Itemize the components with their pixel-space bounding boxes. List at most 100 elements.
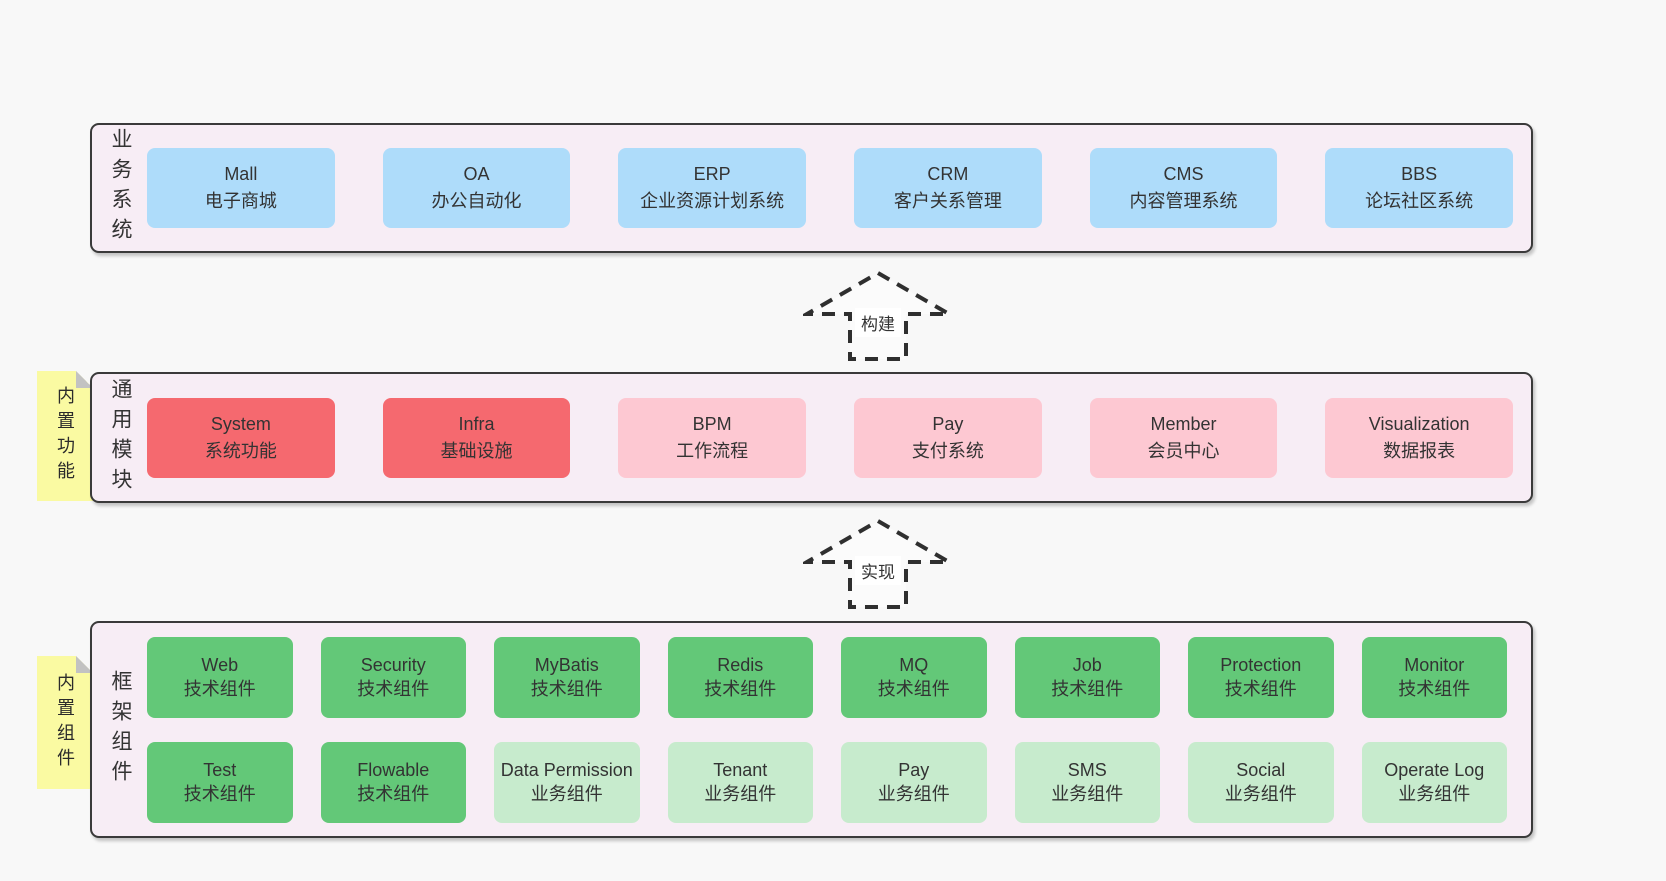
box-subtitle: 业务组件 xyxy=(530,784,603,804)
box-mq: MQ 技术组件 xyxy=(841,636,987,718)
box-operate-log: Operate Log 业务组件 xyxy=(1361,741,1507,823)
box-title: CMS xyxy=(1163,164,1204,184)
box-monitor: Monitor 技术组件 xyxy=(1361,636,1507,718)
band-label-business-systems: 业务系统 xyxy=(109,128,132,248)
box-infra: Infra 基础设施 xyxy=(382,397,571,478)
box-title: MQ xyxy=(899,654,929,675)
box-title: Member xyxy=(1150,413,1217,434)
box-subtitle: 技术组件 xyxy=(1398,679,1471,699)
box-crm: CRM 客户关系管理 xyxy=(854,148,1042,228)
box-title: Social xyxy=(1236,759,1286,780)
box-subtitle: 业务组件 xyxy=(877,784,950,804)
box-subtitle: 工作流程 xyxy=(676,440,749,461)
box-subtitle: 技术组件 xyxy=(357,679,430,699)
box-subtitle: 基础设施 xyxy=(440,440,513,461)
box-system: System 系统功能 xyxy=(147,397,335,478)
box-title: Test xyxy=(203,759,237,780)
sticky-note-builtin-components: 内置组件 xyxy=(37,656,93,789)
box-title: Mall xyxy=(224,164,258,184)
box-mybatis: MyBatis 技术组件 xyxy=(494,636,640,718)
box-social: Social 业务组件 xyxy=(1188,741,1334,823)
box-subtitle: 业务组件 xyxy=(1224,784,1297,804)
box-title: BBS xyxy=(1401,164,1438,184)
arrow-implement: 实现 xyxy=(803,518,953,610)
box-subtitle: 技术组件 xyxy=(530,679,603,699)
box-redis: Redis 技术组件 xyxy=(667,636,813,718)
box-subtitle: 技术组件 xyxy=(1051,679,1124,699)
box-subtitle: 内容管理系统 xyxy=(1129,191,1238,211)
common-modules-row: System 系统功能 Infra 基础设施 BPM 工作流程 Pay 支付系统… xyxy=(147,374,1513,501)
box-subtitle: 技术组件 xyxy=(877,679,950,699)
band-business-systems: 业务系统 Mall 电子商城 OA 办公自动化 ERP 企业资源计划系统 CRM… xyxy=(90,123,1533,253)
box-title: Web xyxy=(201,654,239,675)
arrow-implement-label: 实现 xyxy=(855,556,901,585)
box-subtitle: 系统功能 xyxy=(204,440,277,461)
box-title: System xyxy=(210,413,271,434)
box-tenant: Tenant 业务组件 xyxy=(667,741,813,823)
box-title: Tenant xyxy=(713,759,768,780)
box-data-permission: Data Permission 业务组件 xyxy=(494,741,640,823)
band-label-framework-components: 框架组件 xyxy=(109,669,132,790)
band-label-common-modules: 通用模块 xyxy=(109,377,132,498)
sticky-note-label: 内置功能 xyxy=(55,386,75,486)
box-bpm: BPM 工作流程 xyxy=(618,397,806,478)
box-title: Infra xyxy=(458,413,495,434)
arrow-build-label: 构建 xyxy=(855,308,901,337)
band-framework-components: 框架组件 Web 技术组件 Security 技术组件 MyBatis 技术组件… xyxy=(90,621,1533,838)
box-title: Redis xyxy=(717,654,764,675)
box-title: ERP xyxy=(693,164,731,184)
sticky-note-label: 内置组件 xyxy=(55,672,75,773)
box-subtitle: 支付系统 xyxy=(911,440,984,461)
box-subtitle: 技术组件 xyxy=(183,679,256,699)
box-title: MyBatis xyxy=(534,654,599,675)
box-subtitle: 论坛社区系统 xyxy=(1365,191,1474,211)
box-title: Pay xyxy=(898,759,930,780)
box-subtitle: 业务组件 xyxy=(704,784,777,804)
box-title: Security xyxy=(360,654,426,675)
box-title: Job xyxy=(1072,654,1102,675)
box-job: Job 技术组件 xyxy=(1014,636,1160,718)
box-title: Pay xyxy=(932,413,964,434)
box-sms: SMS 业务组件 xyxy=(1014,741,1160,823)
box-title: Data Permission xyxy=(500,759,633,780)
box-cms: CMS 内容管理系统 xyxy=(1089,148,1278,228)
box-subtitle: 技术组件 xyxy=(183,784,256,804)
box-subtitle: 技术组件 xyxy=(357,784,430,804)
arrow-build: 构建 xyxy=(803,270,953,362)
box-erp: ERP 企业资源计划系统 xyxy=(618,148,806,228)
box-test: Test 技术组件 xyxy=(147,741,293,823)
business-systems-row: Mall 电子商城 OA 办公自动化 ERP 企业资源计划系统 CRM 客户关系… xyxy=(147,125,1513,251)
box-protection: Protection 技术组件 xyxy=(1188,636,1334,718)
box-title: BPM xyxy=(692,413,732,434)
box-subtitle: 业务组件 xyxy=(1051,784,1124,804)
box-web: Web 技术组件 xyxy=(147,636,293,718)
sticky-note-builtin-features: 内置功能 xyxy=(37,371,93,501)
box-mall: Mall 电子商城 xyxy=(147,148,335,228)
box-subtitle: 企业资源计划系统 xyxy=(640,191,785,211)
box-pay-module: Pay 支付系统 xyxy=(854,397,1042,478)
box-subtitle: 电子商城 xyxy=(204,191,277,211)
box-title: Monitor xyxy=(1404,654,1465,675)
box-title: OA xyxy=(463,164,490,184)
band-common-modules: 通用模块 System 系统功能 Infra 基础设施 BPM 工作流程 Pay… xyxy=(90,372,1533,503)
framework-components-grid: Web 技术组件 Security 技术组件 MyBatis 技术组件 Redi… xyxy=(147,623,1507,836)
box-subtitle: 会员中心 xyxy=(1147,440,1220,461)
box-flowable: Flowable 技术组件 xyxy=(320,741,466,823)
box-subtitle: 办公自动化 xyxy=(431,191,522,211)
box-title: Protection xyxy=(1220,654,1302,675)
box-subtitle: 客户关系管理 xyxy=(893,191,1002,211)
box-subtitle: 业务组件 xyxy=(1398,784,1471,804)
box-title: Operate Log xyxy=(1384,759,1485,780)
box-member: Member 会员中心 xyxy=(1089,397,1278,478)
box-title: CRM xyxy=(927,164,969,184)
box-subtitle: 技术组件 xyxy=(1224,679,1297,699)
box-title: Flowable xyxy=(357,759,430,780)
box-security: Security 技术组件 xyxy=(320,636,466,718)
box-visualization: Visualization 数据报表 xyxy=(1325,397,1513,478)
box-pay-component: Pay 业务组件 xyxy=(841,741,987,823)
box-subtitle: 数据报表 xyxy=(1383,440,1456,461)
box-title: Visualization xyxy=(1368,413,1470,434)
box-title: SMS xyxy=(1067,759,1107,780)
box-oa: OA 办公自动化 xyxy=(382,148,571,228)
